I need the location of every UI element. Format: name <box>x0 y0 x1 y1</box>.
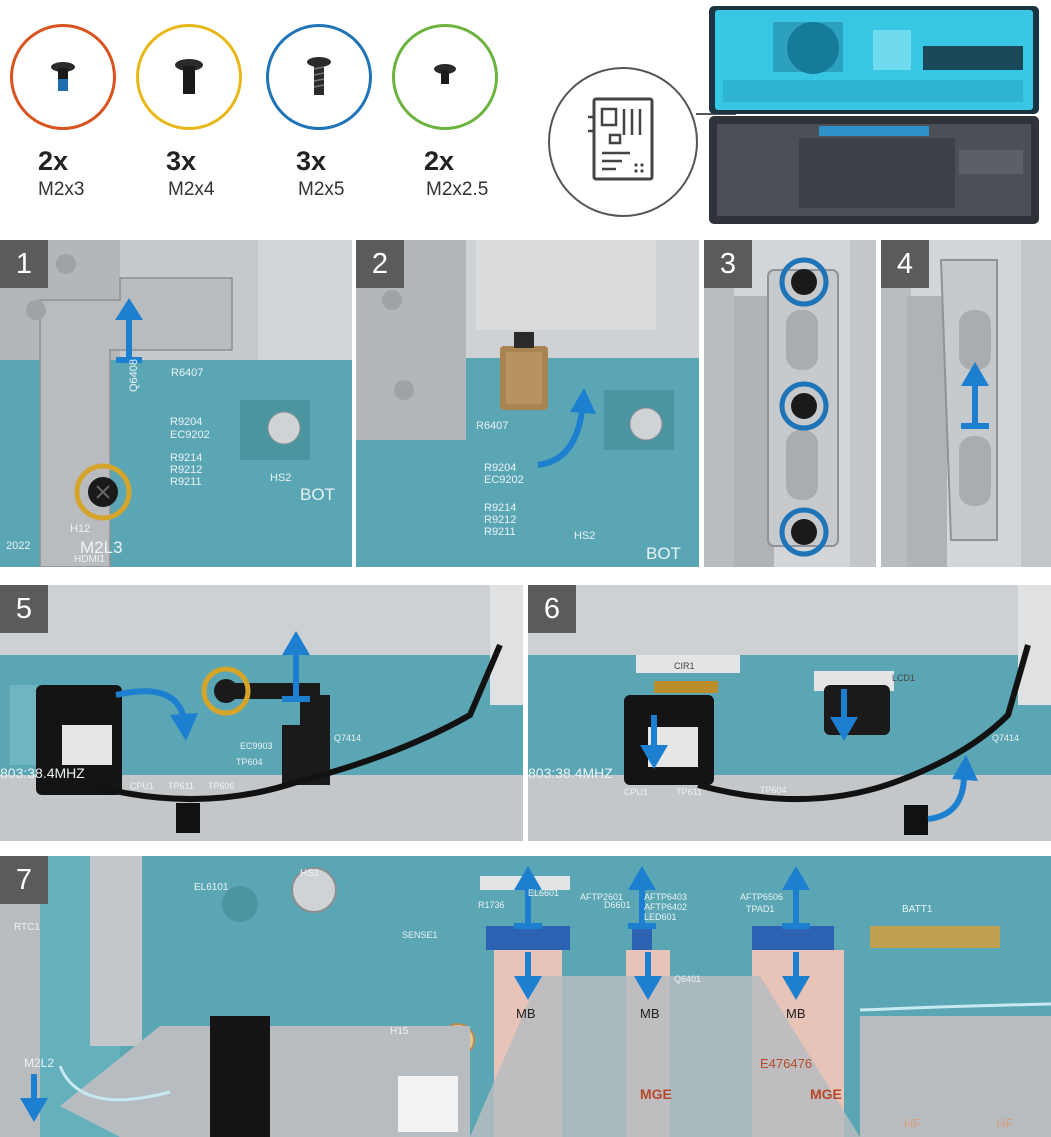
screw-qty-m2x3: 2x <box>38 146 68 177</box>
board-label: TP604 <box>236 757 263 767</box>
step-4-panel: 4 <box>881 240 1051 567</box>
screw-ring-m2x2-5 <box>392 24 498 130</box>
board-label: RTC1 <box>14 922 40 933</box>
screw-size-m2x3: M2x3 <box>38 179 84 201</box>
step-badge-2: 2 <box>356 240 404 288</box>
step-badge-6: 6 <box>528 585 576 633</box>
board-label: TP611 <box>676 787 702 797</box>
board-label: M2L2 <box>24 1056 54 1070</box>
screw-size-m2x5: M2x5 <box>298 179 344 201</box>
board-label: D6601 <box>604 900 631 910</box>
board-label: TPAD1 <box>746 904 774 914</box>
board-label: EC9903 <box>240 741 273 751</box>
board-label: R9214 <box>170 452 202 464</box>
screw-icon <box>43 57 83 97</box>
board-label: R9211 <box>170 476 202 488</box>
step-5-panel: 5 803:38.4MHZ CPU1 TP611 TP606 Q7414 EC9… <box>0 585 523 841</box>
step-6-panel: 6 CIR1 LCD1 803:38.4MHZ CPU1 TP611 TP604… <box>528 585 1051 841</box>
board-label: AFTP6403 <box>644 892 687 902</box>
screw-size-m2x2-5: M2x2.5 <box>426 179 488 201</box>
screw-icon <box>169 55 209 99</box>
step-2-panel: 2 R6407 R9204 EC9202 R9214 R9212 R9211 H… <box>356 240 699 567</box>
screw-qty-m2x5: 3x <box>296 146 326 177</box>
screw-size-m2x4: M2x4 <box>168 179 214 201</box>
board-label: R9212 <box>170 464 202 476</box>
motherboard-icon <box>550 69 696 215</box>
board-label: EL6601 <box>528 888 559 898</box>
step-1-panel: 1 R6407 Q6408 R9204 EC9202 R9214 R9212 R… <box>0 240 352 567</box>
board-label: CPU1 <box>624 787 648 797</box>
board-label: AFTP6506 <box>740 892 783 902</box>
screw-ring-m2x5 <box>266 24 372 130</box>
board-label: Q7414 <box>334 733 361 743</box>
board-label: LED601 <box>644 912 677 922</box>
board-label: BOT <box>646 544 681 564</box>
step-badge-7: 7 <box>0 856 48 904</box>
screw-icon <box>299 53 339 101</box>
board-label: HS1 <box>300 868 319 879</box>
step-badge-5: 5 <box>0 585 48 633</box>
board-label: CIR1 <box>674 661 695 671</box>
screw-qty-m2x2-5: 2x <box>424 146 454 177</box>
board-label: R9211 <box>484 526 516 538</box>
board-label: HS2 <box>270 472 291 484</box>
board-label: MB <box>640 1006 660 1021</box>
board-label: BOT <box>300 485 335 505</box>
board-label: 803:38.4MHZ <box>528 765 613 781</box>
board-label: BATT1 <box>902 904 932 915</box>
board-label: R1736 <box>478 900 505 910</box>
step-7-panel: 7 EL6101 HS1 H15 RTC1 M2L2 SENSE1 R1736 … <box>0 856 1051 1137</box>
board-label: 2022 <box>6 540 30 552</box>
board-label: MB <box>516 1006 536 1021</box>
board-label: R6407 <box>171 367 203 379</box>
board-label: HF <box>904 1116 921 1131</box>
board-label: Q7414 <box>992 733 1019 743</box>
board-label: 803:38.4MHZ <box>0 765 85 781</box>
board-label: TP604 <box>760 785 787 795</box>
board-label: EC9202 <box>484 474 524 486</box>
board-label: R9212 <box>484 514 516 526</box>
board-label: AFTP6402 <box>644 902 687 912</box>
board-label: MGE <box>810 1086 842 1102</box>
board-label: Q6408 <box>128 359 140 392</box>
board-label: MB <box>786 1006 806 1021</box>
step-badge-3: 3 <box>704 240 752 288</box>
screw-ring-m2x3 <box>10 24 116 130</box>
screw-icon <box>425 59 465 95</box>
motherboard-icon-circle <box>548 67 698 217</box>
screw-ring-m2x4 <box>136 24 242 130</box>
board-label: HDMI1 <box>74 554 105 565</box>
board-label: TP611 <box>168 781 194 791</box>
board-label: R6407 <box>476 420 508 432</box>
board-label: SENSE1 <box>402 930 438 940</box>
board-label: HS2 <box>574 530 595 542</box>
step-badge-4: 4 <box>881 240 929 288</box>
board-label: HF <box>996 1116 1013 1131</box>
board-label: R9204 <box>484 462 516 474</box>
board-label: EC9202 <box>170 429 210 441</box>
board-label: H15 <box>390 1026 408 1037</box>
board-label: H12 <box>70 523 90 535</box>
step-badge-1: 1 <box>0 240 48 288</box>
board-label: LCD1 <box>892 673 915 683</box>
board-label: CPU1 <box>130 781 154 791</box>
screw-qty-m2x4: 3x <box>166 146 196 177</box>
step-3-panel: 3 <box>704 240 876 567</box>
board-label: E476476 <box>760 1056 812 1071</box>
system-board-overview <box>703 0 1046 226</box>
board-label: Q6401 <box>674 974 701 984</box>
board-label: R9204 <box>170 416 202 428</box>
board-label: R9214 <box>484 502 516 514</box>
board-label: MGE <box>640 1086 672 1102</box>
board-label: TP606 <box>208 781 235 791</box>
board-label: EL6101 <box>194 882 228 893</box>
